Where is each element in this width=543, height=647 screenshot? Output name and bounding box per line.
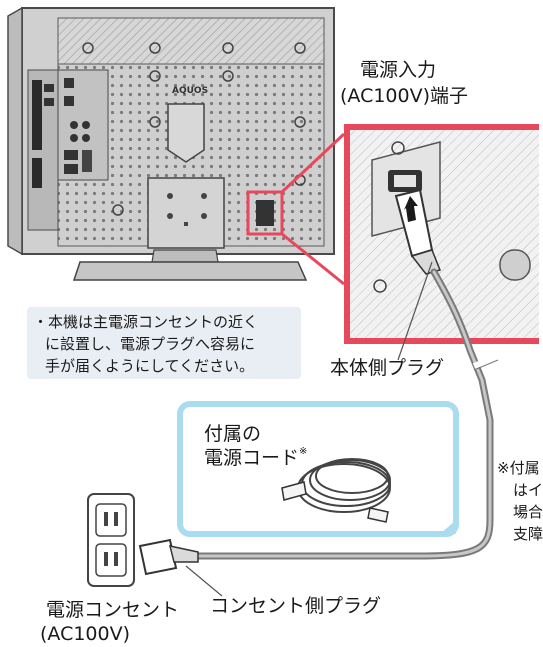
side-note-line-4: 支障: [513, 525, 543, 543]
outlet-label-line2: (AC100V): [40, 623, 131, 645]
side-note-line-1: ※付属: [497, 459, 540, 477]
tv-brand-label: AQUOS: [172, 86, 209, 96]
outlet-plug: [138, 538, 199, 576]
outlet-plug-label: コンセント側プラグ: [210, 595, 382, 617]
note-line-1: ・本機は主電源コンセントの近く: [33, 313, 259, 331]
tv-back: [7, 6, 335, 281]
outlet-label-line1: 電源コンセント: [46, 599, 180, 621]
body-plug-label: 本体側プラグ: [330, 357, 445, 379]
cord-label-line2: 電源コード※: [204, 446, 308, 470]
side-note-line-3: 場合: [513, 503, 543, 521]
power-input-label-line1: 電源入力: [360, 59, 437, 81]
power-input-label-line2: (AC100V)端子: [340, 85, 469, 107]
wall-outlet: [87, 493, 135, 587]
installation-note: ・本機は主電源コンセントの近く に設置し、電源プラグへ容易に 手が届くようにして…: [27, 307, 301, 379]
note-line-2: に設置し、電源プラグへ容易に: [45, 335, 256, 353]
cord-label-mark: ※: [299, 446, 308, 457]
supplied-cord-box: [177, 401, 459, 537]
side-note-line-2: はイ: [513, 481, 543, 499]
inlet-zoom: [344, 124, 539, 344]
cord-label-text: 電源コード: [204, 447, 300, 469]
cord-label-line1: 付属の: [204, 423, 262, 445]
note-line-3: 手が届くようにしてください。: [45, 357, 255, 375]
